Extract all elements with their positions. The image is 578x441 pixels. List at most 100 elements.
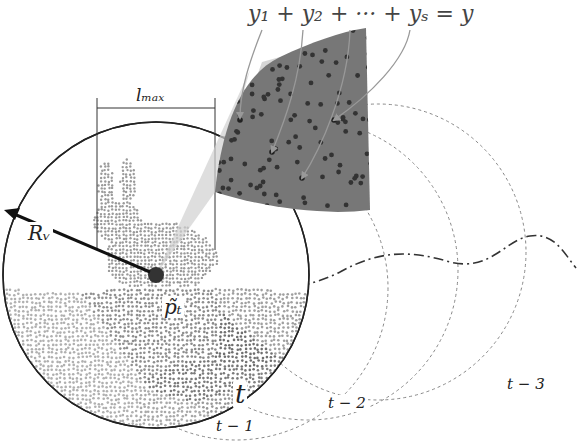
point bbox=[151, 305, 154, 308]
point bbox=[42, 365, 45, 368]
point bbox=[307, 361, 310, 364]
point bbox=[77, 403, 80, 406]
point bbox=[253, 352, 256, 355]
point bbox=[69, 385, 72, 388]
point bbox=[291, 297, 294, 300]
point bbox=[215, 294, 218, 297]
point bbox=[21, 401, 24, 404]
point bbox=[228, 314, 231, 317]
point bbox=[59, 403, 62, 406]
point bbox=[186, 310, 189, 313]
point bbox=[299, 372, 302, 375]
point bbox=[26, 330, 29, 333]
point bbox=[198, 398, 201, 401]
point bbox=[303, 348, 306, 351]
point bbox=[48, 347, 51, 350]
point bbox=[253, 381, 256, 384]
point bbox=[308, 356, 311, 359]
point bbox=[178, 372, 181, 375]
point bbox=[80, 301, 83, 304]
point bbox=[0, 356, 3, 359]
point bbox=[245, 361, 248, 364]
point bbox=[273, 305, 276, 308]
point bbox=[1, 310, 4, 313]
point bbox=[127, 290, 130, 293]
point bbox=[164, 336, 167, 339]
point bbox=[299, 389, 302, 392]
point bbox=[102, 356, 105, 359]
point bbox=[46, 390, 49, 393]
point bbox=[231, 327, 234, 330]
point bbox=[140, 306, 143, 309]
point bbox=[44, 389, 47, 392]
point bbox=[110, 390, 113, 393]
point bbox=[173, 347, 176, 350]
point bbox=[300, 305, 303, 308]
point bbox=[210, 386, 213, 389]
point bbox=[207, 389, 210, 392]
point bbox=[219, 364, 222, 367]
point bbox=[172, 378, 175, 381]
point bbox=[127, 365, 130, 368]
point bbox=[157, 378, 160, 381]
point bbox=[206, 319, 209, 322]
point bbox=[273, 298, 276, 301]
point bbox=[257, 318, 260, 321]
point bbox=[290, 353, 293, 356]
point bbox=[168, 331, 171, 334]
point bbox=[197, 288, 200, 291]
point bbox=[165, 369, 168, 372]
point bbox=[298, 314, 301, 317]
point bbox=[307, 378, 310, 381]
point bbox=[216, 344, 219, 347]
point bbox=[228, 330, 231, 333]
point bbox=[39, 393, 42, 396]
point bbox=[43, 372, 46, 375]
point bbox=[160, 370, 163, 373]
point bbox=[77, 344, 80, 347]
point bbox=[1, 360, 4, 363]
point bbox=[269, 398, 272, 401]
point bbox=[101, 373, 104, 376]
point bbox=[101, 302, 104, 305]
point bbox=[30, 378, 33, 381]
point bbox=[252, 361, 255, 364]
point bbox=[80, 339, 83, 342]
point bbox=[300, 330, 303, 333]
point bbox=[124, 356, 127, 359]
point bbox=[119, 390, 122, 393]
point bbox=[93, 327, 96, 330]
point bbox=[39, 368, 42, 371]
point bbox=[0, 289, 3, 292]
point bbox=[18, 393, 21, 396]
point bbox=[122, 318, 125, 321]
point bbox=[266, 298, 269, 301]
point bbox=[0, 331, 3, 334]
point bbox=[193, 372, 196, 375]
point bbox=[52, 330, 55, 333]
point bbox=[152, 380, 155, 383]
point bbox=[278, 369, 281, 372]
point bbox=[304, 293, 307, 296]
point bbox=[127, 313, 130, 316]
point bbox=[157, 340, 160, 343]
point bbox=[67, 368, 70, 371]
point bbox=[283, 378, 286, 381]
point bbox=[69, 313, 72, 316]
point bbox=[220, 323, 223, 326]
point bbox=[190, 378, 193, 381]
point bbox=[207, 314, 210, 317]
point bbox=[239, 315, 242, 318]
point bbox=[38, 302, 41, 305]
point bbox=[130, 343, 133, 346]
point bbox=[282, 326, 285, 329]
point bbox=[303, 344, 306, 347]
point bbox=[235, 309, 238, 312]
point bbox=[260, 323, 263, 326]
point bbox=[68, 306, 71, 309]
point bbox=[198, 297, 201, 300]
point bbox=[152, 365, 155, 368]
point bbox=[185, 378, 188, 381]
point bbox=[4, 368, 7, 371]
point bbox=[143, 351, 146, 354]
